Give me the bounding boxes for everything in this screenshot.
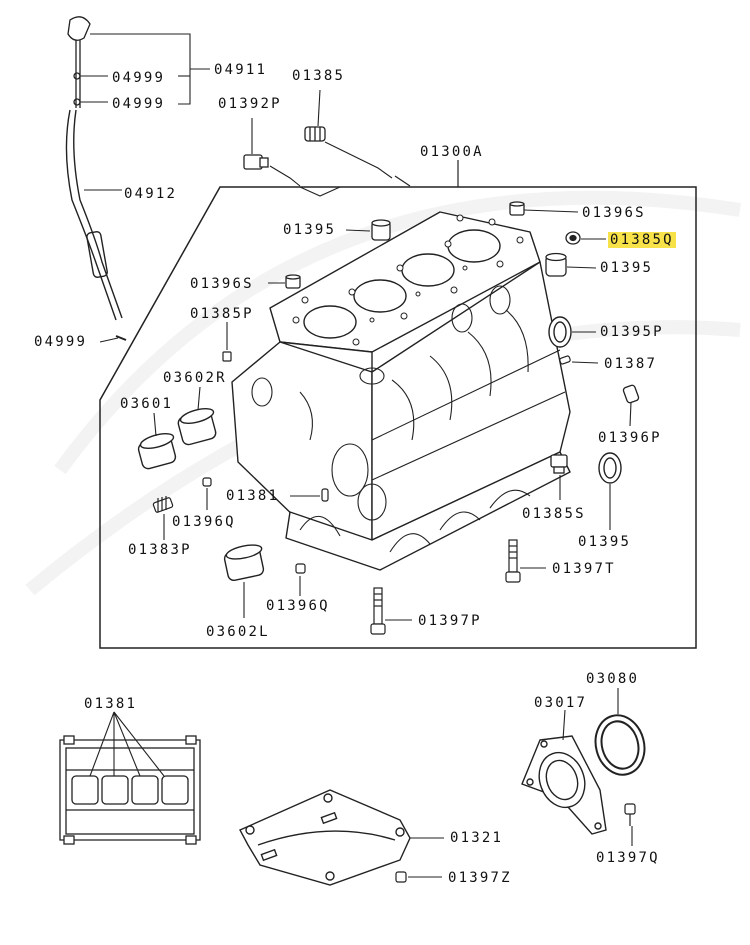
label-01392P: 01392P <box>218 96 282 112</box>
leader-01385 <box>317 89 321 127</box>
dipstick-clip <box>115 335 127 341</box>
plug-01385Q <box>565 231 581 245</box>
leader-01395-top-left <box>345 229 371 232</box>
label-03017: 03017 <box>534 695 588 711</box>
dipstick-tube <box>65 109 123 321</box>
label-01381-block: 01381 <box>226 488 280 504</box>
seal-case-03017 <box>521 735 607 835</box>
label-01381-lower: 01381 <box>84 696 138 712</box>
bearing-03601 <box>137 433 177 470</box>
bearing-03602R <box>177 408 217 446</box>
label-01396Q-left: 01396Q <box>172 514 236 530</box>
bearing-03602L <box>223 544 265 582</box>
seal-01395-right <box>545 252 567 277</box>
label-01385: 01385 <box>292 68 346 84</box>
label-01300A: 01300A <box>420 144 484 160</box>
block-assembly-frame <box>99 186 697 649</box>
leader-01381-lower <box>89 711 165 777</box>
bolt-01397Q <box>624 803 636 826</box>
pin-01396Q-left <box>202 477 212 487</box>
label-01397Q: 01397Q <box>596 850 660 866</box>
block-top-view <box>59 735 201 845</box>
label-03602R: 03602R <box>163 370 227 386</box>
dipstick-leaders <box>80 33 210 343</box>
pin-01387 <box>559 355 571 365</box>
label-04999-lower: 04999 <box>34 334 88 350</box>
oil-seal-03080 <box>594 714 646 776</box>
cup-plug-01396P <box>622 384 640 404</box>
bolt-01397Z <box>395 871 407 883</box>
cup-plug-01396S-top <box>509 201 525 216</box>
pan-rail-arches <box>299 489 531 553</box>
leader-03601 <box>153 412 157 437</box>
plug-01385P <box>222 351 232 362</box>
block-ribs <box>251 285 566 521</box>
stud-01383P <box>152 496 174 513</box>
label-04999-middle: 04999 <box>112 96 166 112</box>
label-03601: 03601 <box>120 396 174 412</box>
label-01385S: 01385S <box>522 506 586 522</box>
cup-plug-01396S-left <box>285 274 301 289</box>
leader-03017 <box>562 709 566 741</box>
label-01396P: 01396P <box>598 430 662 446</box>
label-01383P: 01383P <box>128 542 192 558</box>
label-01395-top-left: 01395 <box>283 222 337 238</box>
plug-01392P <box>243 154 269 170</box>
label-01395-right: 01395 <box>600 260 654 276</box>
label-01396S-top: 01396S <box>582 205 646 221</box>
plug-leader-lines <box>269 141 411 197</box>
label-01385P: 01385P <box>190 306 254 322</box>
label-01387: 01387 <box>604 356 658 372</box>
label-01395P: 01395P <box>600 324 664 340</box>
label-03602L: 03602L <box>206 624 270 640</box>
label-04911: 04911 <box>214 62 268 78</box>
label-01397T: 01397T <box>552 561 616 577</box>
pin-01396Q-lower <box>295 563 306 574</box>
label-01396Q-lower: 01396Q <box>266 598 330 614</box>
label-01321: 01321 <box>450 830 504 846</box>
seal-01395-lower <box>598 452 622 484</box>
pin-01381 <box>321 488 329 502</box>
label-04912: 04912 <box>124 186 178 202</box>
label-01397P: 01397P <box>418 613 482 629</box>
plug-01385S <box>550 454 568 474</box>
label-01395-lower: 01395 <box>578 534 632 550</box>
leader-01396S-top <box>523 209 579 213</box>
label-04999-upper: 04999 <box>112 70 166 86</box>
leader-01387 <box>571 361 599 364</box>
label-01396S-left: 01396S <box>190 276 254 292</box>
baffle-plate-01321 <box>239 789 411 886</box>
cylinder-bores <box>303 229 501 339</box>
leader-01396P <box>629 401 632 427</box>
label-01397Z: 01397Z <box>448 870 512 886</box>
bolt-01397P <box>370 587 386 635</box>
leader-01395-right <box>566 266 597 269</box>
seal-01395P <box>548 316 572 348</box>
leader-03602R <box>197 386 201 411</box>
dipstick <box>67 16 91 108</box>
deck-holes <box>292 214 524 346</box>
seal-01395-top-left <box>371 219 391 241</box>
bolt-01397T <box>505 539 521 583</box>
plug-01385 <box>304 126 326 142</box>
label-03080: 03080 <box>586 671 640 687</box>
label-01385Q-highlighted: 01385Q <box>608 232 676 248</box>
